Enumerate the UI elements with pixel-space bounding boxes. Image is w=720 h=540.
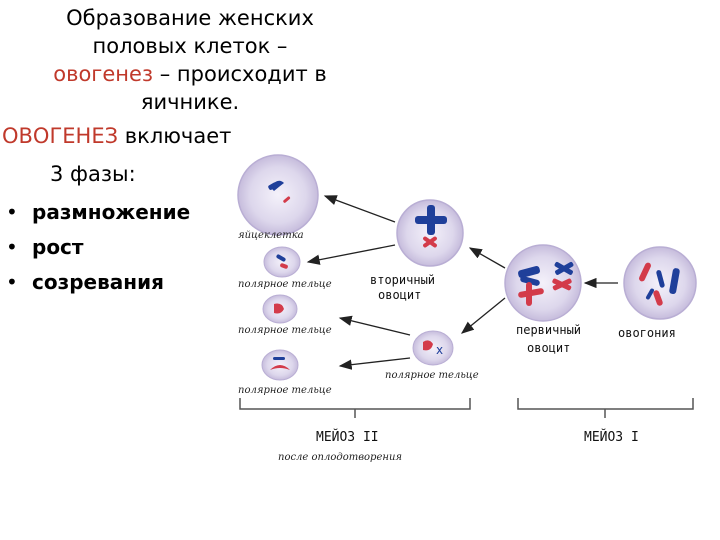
label-after-fertilization: после оплодотворения	[278, 452, 402, 463]
label-polar-2: полярное тельце	[238, 325, 332, 336]
polar-body-2	[262, 294, 298, 324]
title-line-1: Образование женских	[66, 6, 314, 30]
svg-text:x: x	[436, 343, 443, 357]
polar-body-4: x	[412, 330, 454, 366]
title-line-3: овогенез – происходит в	[0, 60, 380, 88]
label-oogonia: овогония	[618, 326, 676, 340]
arrows	[306, 195, 618, 370]
title-line-3-rest: – происходит в	[153, 62, 327, 86]
bracket-meiosis-1	[517, 398, 694, 418]
phase-item: размножение	[0, 195, 190, 230]
phase-item: созревания	[0, 265, 190, 300]
bracket-meiosis-2	[239, 398, 471, 418]
label-secondary: вторичный	[370, 273, 435, 287]
term-ovogenez: овогенез	[53, 62, 154, 86]
polar-body-3	[261, 349, 299, 381]
label-meiosis-1: МЕЙОЗ I	[584, 429, 639, 445]
slide-title: Образование женских половых клеток – ово…	[0, 4, 380, 116]
arrow-primary-polar	[460, 297, 506, 334]
phases-count: 3 фазы:	[50, 162, 136, 186]
secondary-oocyte	[396, 199, 464, 267]
label-polar-3: полярное тельце	[238, 385, 332, 396]
arrow-primary-secondary	[468, 247, 506, 269]
term-ovogenez-caps: ОВОГЕНЕЗ	[2, 124, 119, 148]
phases-list: размножение рост созревания	[0, 195, 190, 300]
label-egg: яйцеклетка	[238, 230, 304, 241]
intro-line: ОВОГЕНЕЗ включает	[2, 124, 231, 148]
label-secondary-2: овоцит	[378, 288, 421, 302]
arrow-polar-polar3	[338, 357, 411, 370]
arrow-polar-polar2	[338, 315, 411, 336]
title-line-2: половых клеток –	[92, 34, 288, 58]
polar-body-1	[263, 246, 301, 278]
primary-oocyte	[504, 244, 582, 322]
title-line-4: яичнике.	[140, 90, 240, 114]
arrow-secondary-polar	[306, 244, 396, 265]
label-polar-4: полярное тельце	[385, 370, 479, 381]
label-polar-1: полярное тельце	[238, 279, 332, 290]
phase-item: рост	[0, 230, 190, 265]
arrow-secondary-egg	[323, 195, 396, 223]
label-meiosis-2: МЕЙОЗ II	[316, 429, 379, 445]
oogonia-cell	[623, 246, 697, 320]
intro-rest: включает	[118, 124, 232, 148]
egg-cell	[237, 154, 319, 236]
label-primary: первичный	[516, 323, 581, 337]
label-primary-2: овоцит	[527, 341, 570, 355]
